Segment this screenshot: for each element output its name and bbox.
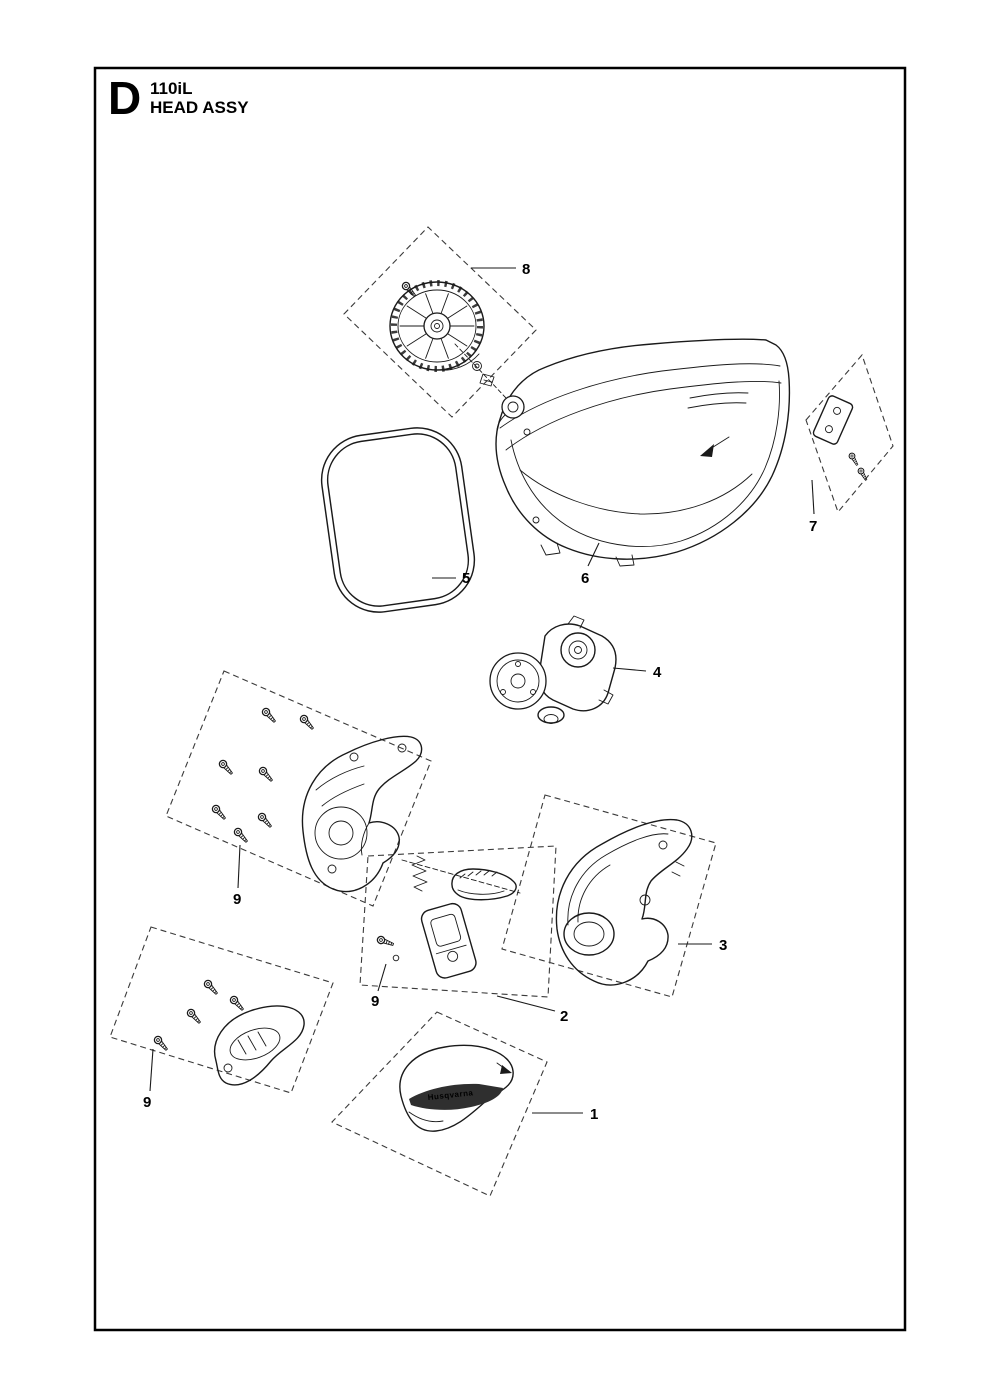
screw [152, 1034, 171, 1053]
part-3-right-housing [555, 818, 693, 986]
part-9-screws-lower [152, 978, 247, 1053]
callout-label-2: 2 [560, 1008, 568, 1025]
group-box-part9-lower [109, 926, 334, 1094]
callout-2: 2 [496, 995, 568, 1025]
part-4-motor [489, 615, 617, 724]
callout-7: 7 [809, 479, 817, 535]
callout-label-9b: 9 [371, 993, 379, 1010]
trigger [451, 868, 517, 901]
model-label: 110iL [150, 79, 193, 98]
callout-label-3: 3 [719, 937, 727, 954]
callout-label-6: 6 [581, 570, 589, 587]
screw [256, 811, 275, 830]
handle-shell [214, 1005, 305, 1086]
group-box-part7 [805, 353, 894, 514]
nut [479, 373, 495, 387]
screw [210, 803, 229, 822]
screw [185, 1007, 204, 1026]
screw [228, 994, 247, 1013]
group-box-part2 [359, 845, 557, 998]
part-9-screws-upper [210, 706, 317, 845]
callout-3: 3 [678, 937, 727, 954]
group-box-part9-upper [165, 670, 432, 907]
screw [847, 451, 861, 467]
washer [472, 361, 482, 371]
section-letter: D [108, 72, 141, 124]
assembly-label: HEAD ASSY [150, 98, 249, 117]
screw [298, 713, 317, 732]
screw [856, 466, 870, 482]
screw [257, 765, 276, 784]
part-2-trigger-assembly [375, 855, 521, 979]
callout-label-4: 4 [653, 664, 662, 681]
part-7-bracket [812, 395, 870, 482]
callout-8: 8 [471, 261, 530, 278]
callout-6: 6 [581, 542, 600, 587]
screw [217, 758, 236, 777]
callout-label-8: 8 [522, 261, 530, 278]
screw [260, 706, 279, 725]
washer [392, 954, 400, 962]
callout-1: 1 [532, 1106, 598, 1123]
left-housing-half [301, 735, 423, 893]
shaft-mount-tube [501, 395, 525, 419]
callout-4: 4 [612, 664, 662, 681]
assembly-axis-line [454, 343, 507, 399]
brand-band [409, 1083, 503, 1110]
callout-label-9c: 9 [143, 1094, 151, 1111]
spring [411, 855, 428, 892]
callout-label-9a: 9 [233, 891, 241, 908]
screw [232, 826, 251, 845]
part-6-guard [495, 338, 791, 567]
callout-9-lower: 9 [143, 1048, 154, 1111]
callout-9-upper: 9 [233, 844, 241, 908]
group-box-part1 [331, 1011, 548, 1197]
callout-label-7: 7 [809, 518, 817, 535]
callout-label-5: 5 [462, 570, 470, 587]
lock-body [420, 902, 477, 979]
screw [375, 934, 396, 949]
screw [202, 978, 221, 997]
callout-label-1: 1 [590, 1106, 598, 1123]
callout-9-middle: 9 [371, 963, 387, 1010]
group-box-part8 [343, 226, 537, 418]
part-5-loop-handle [320, 427, 476, 613]
part-1-cover: Husqvarna [399, 1044, 514, 1132]
group-box-part3 [501, 794, 717, 998]
page-border [93, 66, 907, 1332]
callout-5: 5 [432, 570, 470, 587]
part-8-fan-wheel [389, 280, 507, 399]
